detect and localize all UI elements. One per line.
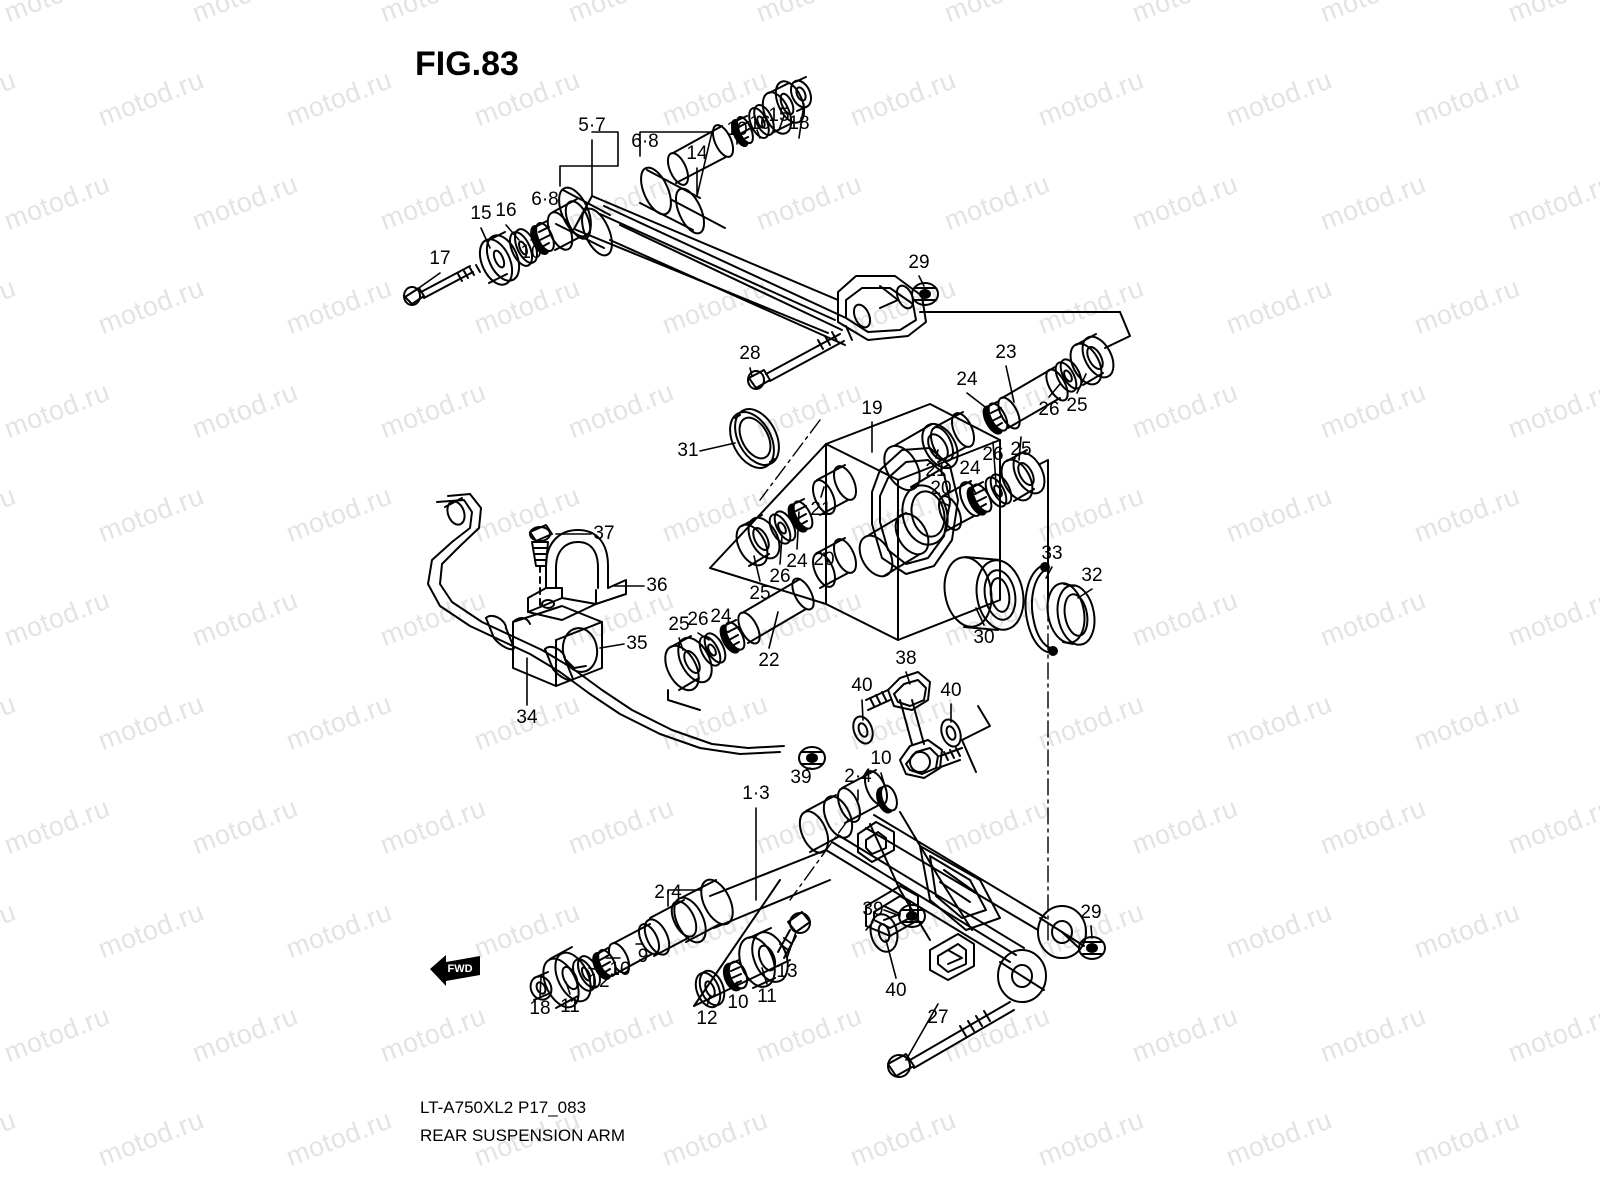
callout-number: 36: [646, 575, 668, 596]
callout-number: 5·7: [578, 115, 606, 136]
callout-number: 40: [885, 980, 907, 1001]
callout-number: 39: [790, 767, 812, 788]
callout-number: 23: [995, 342, 1017, 363]
callout-number: 17: [429, 248, 451, 269]
callout-number: 10: [609, 959, 631, 980]
pivot-parts-upper-right: [982, 311, 1131, 435]
callout-number: 13: [776, 961, 798, 982]
bolt-28: [747, 331, 845, 390]
callout-number: 15: [470, 203, 492, 224]
callout-number: 27: [927, 1007, 949, 1028]
fwd-label: FWD: [447, 963, 472, 975]
callout-number: 25: [1066, 395, 1088, 416]
lower-pivot-parts-left: [664, 577, 815, 711]
callout-number: 21: [925, 460, 947, 481]
callout-number: 10: [870, 748, 892, 769]
callout-number: 22: [758, 650, 780, 671]
callout-number: 18: [788, 113, 810, 134]
callout-number: 19: [861, 398, 883, 419]
callout-number: 6·8: [531, 189, 559, 210]
callout-number: 39: [862, 899, 884, 920]
callout-number: 1·3: [742, 783, 770, 804]
callout-leaders: [415, 103, 1093, 1061]
stabilizer-link-38: [852, 671, 991, 779]
callout-number: 10: [726, 119, 748, 140]
callout-number: 25: [1010, 439, 1032, 460]
model-code-caption: LT-A750XL2 P17_083: [420, 1098, 587, 1117]
callout-number: 6·8: [631, 131, 659, 152]
callout-number: 25: [668, 614, 690, 635]
callout-number: 26: [769, 566, 791, 587]
nut-39-upper: [798, 746, 826, 770]
callout-number: 18: [529, 998, 551, 1019]
lower-arm-left-hardware: [529, 849, 831, 1009]
callout-number: 37: [593, 523, 615, 544]
callout-number: 14: [686, 143, 708, 164]
upper-arm-right-hardware: [666, 76, 813, 186]
upper-arm-bracket: [837, 275, 1121, 341]
callout-number: 26: [687, 609, 709, 630]
callout-number: 11: [560, 996, 580, 1017]
callout-number: 40: [851, 675, 873, 696]
stabilizer-bushing-35: [512, 605, 603, 687]
callout-number: 16: [495, 200, 517, 221]
callout-number: 2·4: [844, 766, 872, 787]
callout-number: 33: [1041, 543, 1063, 564]
callout-number: 31: [677, 440, 699, 461]
callout-number: 25: [749, 583, 771, 604]
nut-29-upper: [911, 282, 939, 306]
callout-number: 16: [749, 113, 771, 134]
callout-number: 9: [637, 946, 649, 967]
callout-number: 10: [520, 242, 542, 263]
section-name-caption: REAR SUSPENSION ARM: [420, 1126, 625, 1145]
callout-number: 24: [786, 551, 808, 572]
callout-number: 26: [982, 444, 1004, 465]
rear-knuckle-19: [825, 403, 1001, 641]
callout-number: 38: [895, 648, 917, 669]
callout-number: 32: [1081, 565, 1103, 586]
callout-number: 24: [710, 606, 732, 627]
callout-number: 12: [696, 1008, 718, 1029]
callout-number: 20: [930, 478, 952, 499]
bolt-37: [529, 524, 553, 607]
seal-31: [729, 408, 780, 469]
callout-number: 28: [739, 343, 761, 364]
callout-number: 30: [973, 627, 995, 648]
stabilizer-bar-34: [427, 493, 785, 755]
callout-number: 26: [1038, 399, 1060, 420]
callout-number: 29: [1080, 902, 1102, 923]
bolt-27: [887, 1001, 1015, 1078]
pivot-parts-mid-right: [966, 449, 1049, 601]
upper-suspension-arm: [555, 166, 847, 346]
callout-number: 11: [757, 986, 777, 1007]
callout-number: 21: [810, 499, 832, 520]
callout-number: 24: [959, 458, 981, 479]
callout-number: 12: [588, 971, 610, 992]
callout-number: 2·4: [654, 882, 682, 903]
callout-number: 15: [768, 105, 790, 126]
figure-title: FIG.83: [415, 45, 519, 83]
fwd-direction-marker: FWD: [430, 952, 482, 986]
callout-number: 20: [813, 549, 835, 570]
callout-number: 24: [956, 369, 978, 390]
callout-number: 35: [626, 633, 648, 654]
callout-number: 40: [940, 680, 962, 701]
callout-number: 29: [908, 252, 930, 273]
callout-number: 10: [727, 992, 749, 1013]
construction-axes: [759, 419, 1049, 941]
callout-number: 34: [516, 707, 538, 728]
